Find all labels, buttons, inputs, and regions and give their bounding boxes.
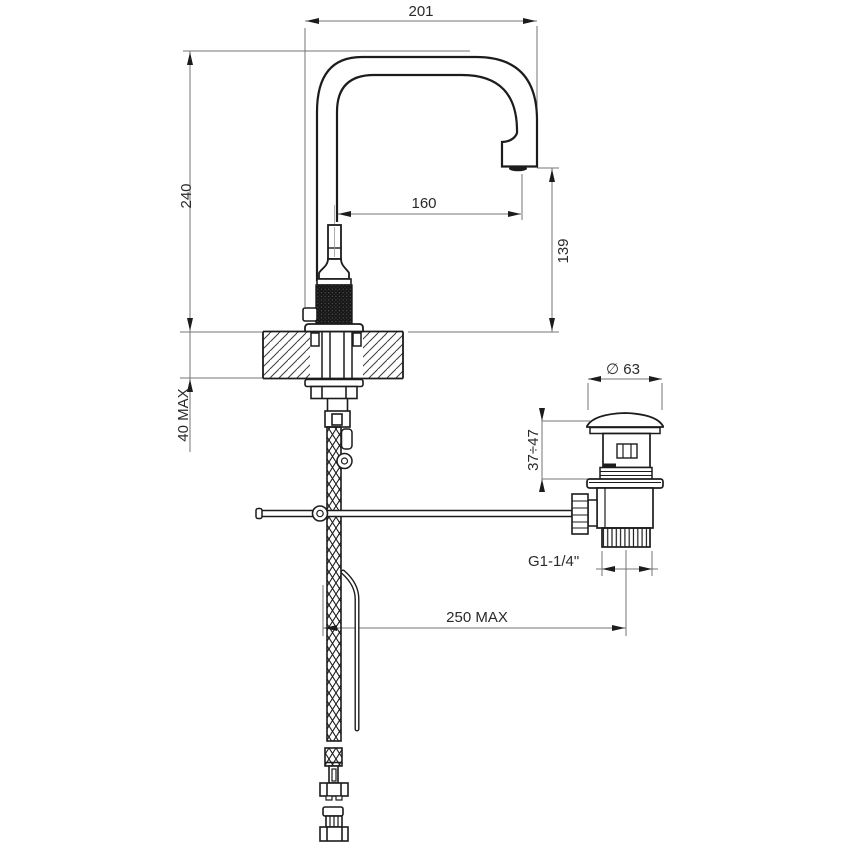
base-flange [304, 323, 364, 333]
dimension-dia63: ∅ 63 [587, 361, 663, 410]
rod-end-cap [255, 507, 263, 520]
countertop-hatch-left [263, 332, 310, 378]
drain-thread-tail [601, 527, 651, 548]
dimension-40-max: 40 MAX [175, 332, 264, 452]
mounting-shank [310, 332, 362, 379]
supply-hose-group [255, 426, 573, 842]
fitting-top [322, 806, 344, 817]
rod-ball-joint [311, 505, 329, 522]
dim-label-250max: 250 MAX [446, 609, 508, 626]
drain-flange [586, 478, 664, 489]
pop-up-rod-horizontal [260, 509, 573, 518]
dim-label-40max: 40 MAX [175, 388, 192, 441]
shank-tab-left [310, 332, 320, 347]
dimension-thread: G1-1/4" [528, 551, 658, 576]
hose-end-nut [319, 782, 349, 797]
countertop-hatch-right [363, 332, 403, 378]
drain-cap-disc [589, 426, 661, 435]
faucet [302, 55, 539, 428]
countertop-section [262, 330, 404, 380]
dim-label-dia63: ∅ 63 [606, 361, 640, 378]
dim-label-thread: G1-1/4" [528, 553, 579, 570]
handle-cone [318, 258, 350, 280]
pop-up-rod-vertical [340, 569, 360, 732]
hose-connector-slot [331, 413, 343, 426]
dimension-250-max: 250 MAX [322, 550, 627, 636]
fitting-nut [319, 826, 349, 842]
dim-label-160: 160 [411, 195, 436, 212]
shank-tab-right [352, 332, 362, 347]
dim-label-201: 201 [408, 3, 433, 20]
drain-assembly [571, 412, 664, 548]
dimension-37-47: 37÷47 [525, 408, 590, 492]
dimension-240: 240 [178, 50, 470, 333]
dim-label-37-47: 37÷47 [525, 429, 542, 471]
drain-oring [603, 463, 616, 468]
supply-hose [326, 426, 342, 742]
drain-collar [599, 466, 653, 481]
drain-side-port [587, 499, 598, 527]
lock-washer [304, 378, 364, 388]
side-tab [302, 307, 318, 322]
rod-roller [336, 452, 353, 470]
dimension-160: 160 [338, 174, 523, 220]
dimension-139: 139 [408, 167, 572, 333]
dim-label-139: 139 [555, 238, 572, 263]
hose-end-fittings [319, 747, 349, 842]
rod-clip [340, 428, 353, 450]
dimension-201: 201 [304, 3, 538, 307]
mounting-nut [310, 385, 358, 400]
drain-body-slot [616, 443, 638, 459]
aerator [509, 165, 527, 172]
mounting-hardware [304, 378, 364, 428]
knurled-grip [315, 284, 353, 325]
dim-label-240: 240 [178, 183, 195, 208]
drain-knurled-nut [571, 493, 589, 535]
hose-end-slot [331, 768, 337, 782]
body-top-band [316, 278, 352, 286]
drain-cap [586, 412, 664, 428]
spout-outline [315, 55, 539, 281]
